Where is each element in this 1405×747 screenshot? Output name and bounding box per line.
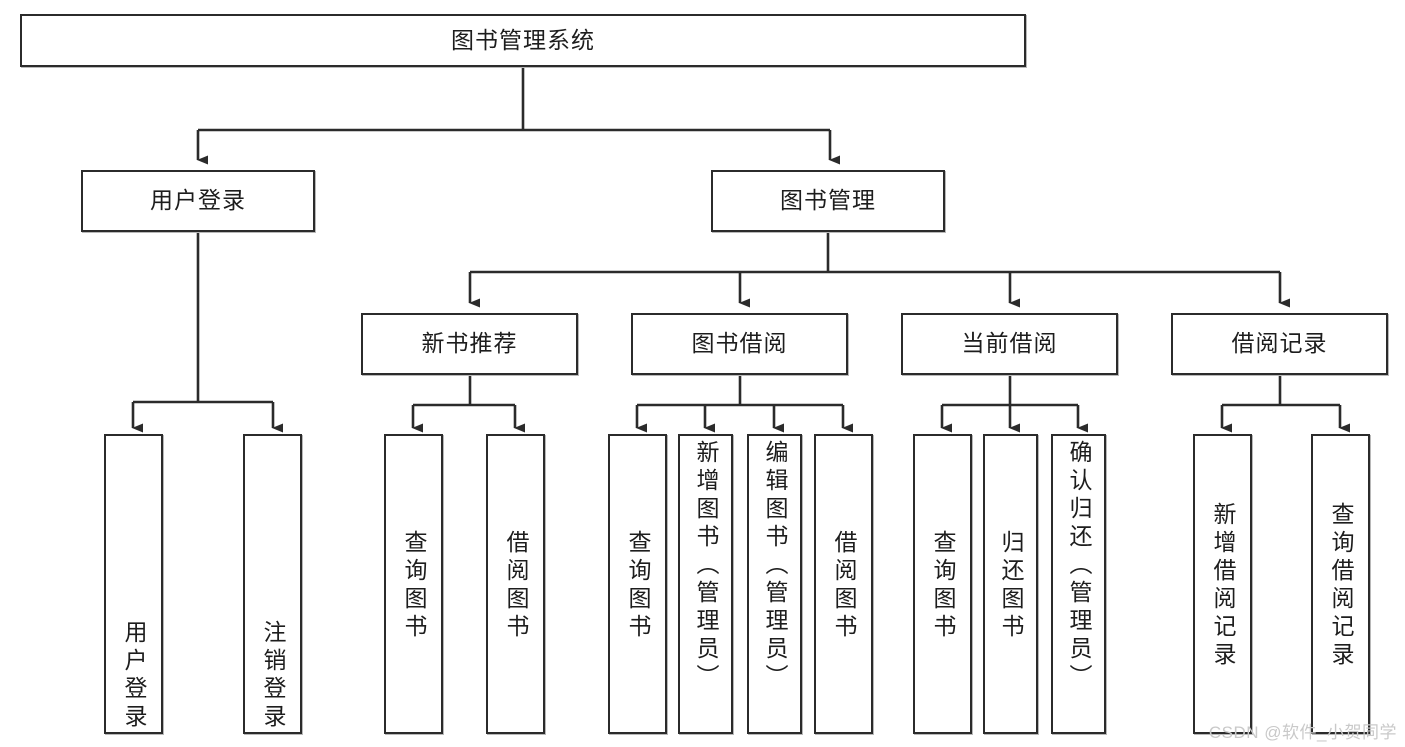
leaf-borrow-query[interactable]: 查询图书 [608,434,667,734]
node-label: 借阅记录 [1231,330,1328,357]
leaf-borrow-edit-book[interactable]: 编辑图书（管理员） [747,434,802,734]
leaf-record-add[interactable]: 新增借阅记录 [1193,434,1252,734]
leaf-current-return[interactable]: 归还图书 [983,434,1038,734]
node-label: 确认归还（管理员） [1066,440,1092,692]
watermark: CSDN @软件_小贺同学 [1208,723,1397,742]
leaf-record-query[interactable]: 查询借阅记录 [1311,434,1370,734]
node-label: 新增图书（管理员） [693,440,719,692]
node-label: 用户登录 [121,620,147,732]
node-borrow-record[interactable]: 借阅记录 [1171,313,1388,375]
node-label: 查询图书 [625,530,651,642]
leaf-borrow-borrow-book[interactable]: 借阅图书 [814,434,873,734]
node-label: 借阅图书 [831,530,857,642]
node-label: 编辑图书（管理员） [762,440,788,692]
node-label: 归还图书 [998,530,1024,642]
node-label: 查询借阅记录 [1328,502,1354,670]
node-label: 用户登录 [150,187,246,214]
leaf-user-logout[interactable]: 注销登录 [243,434,302,734]
node-label: 图书管理系统 [451,26,595,53]
node-label: 借阅图书 [503,530,529,642]
node-label: 图书借阅 [691,330,788,357]
node-root[interactable]: 图书管理系统 [20,14,1026,67]
node-label: 查询图书 [930,530,956,642]
node-current-borrow[interactable]: 当前借阅 [901,313,1118,375]
leaf-current-query[interactable]: 查询图书 [913,434,972,734]
node-label: 当前借阅 [961,330,1058,357]
leaf-current-confirm-return[interactable]: 确认归还（管理员） [1051,434,1106,734]
leaf-user-login[interactable]: 用户登录 [104,434,163,734]
leaf-borrow-add-book[interactable]: 新增图书（管理员） [678,434,733,734]
leaf-newbook-borrow[interactable]: 借阅图书 [486,434,545,734]
node-label: 新增借阅记录 [1210,502,1236,670]
node-user-login[interactable]: 用户登录 [81,170,315,232]
node-label: 图书管理 [780,187,876,214]
node-label: 查询图书 [401,530,427,642]
leaf-newbook-query[interactable]: 查询图书 [384,434,443,734]
node-new-book-recommend[interactable]: 新书推荐 [361,313,578,375]
node-book-borrow[interactable]: 图书借阅 [631,313,848,375]
node-label: 注销登录 [260,620,286,732]
node-label: 新书推荐 [421,330,518,357]
node-book-management[interactable]: 图书管理 [711,170,945,232]
